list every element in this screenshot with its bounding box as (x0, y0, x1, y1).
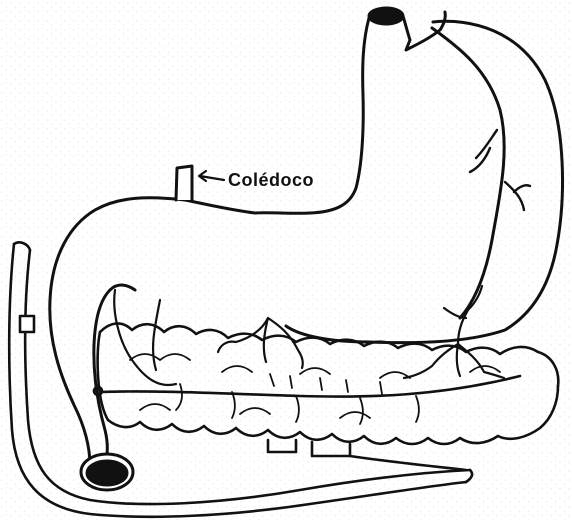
bile-duct (176, 166, 224, 200)
vessel-central-trunk (218, 318, 303, 368)
lower-loop-join (14, 242, 472, 482)
colon-bracket-right (312, 442, 350, 456)
colon-lower-border (108, 386, 558, 444)
ampulla-core (87, 461, 127, 485)
duodenum-upper-border (50, 198, 255, 466)
colon-haustra-inner (130, 354, 500, 418)
greater-curvature (286, 21, 562, 342)
bile-duct-tube (176, 166, 192, 200)
vessel-lower-branches (176, 374, 419, 424)
esophagus-opening (369, 8, 403, 24)
vessel-left-arcade (114, 290, 176, 385)
esophagus-right-wall (403, 12, 445, 50)
coledoco-label: Colédoco (228, 170, 314, 191)
gastric-vessel-branch-2 (505, 182, 530, 210)
coledoco-arrow (199, 171, 224, 181)
vessel-right-trunk (404, 286, 504, 378)
lower-bowel-loops (9, 242, 472, 516)
duodenum-bend (110, 285, 135, 290)
loop-attachment (20, 316, 34, 332)
colon-bracket-line (350, 456, 466, 470)
colon-mesenteric-line (100, 376, 520, 397)
colon-bracket-left (268, 440, 296, 452)
gastric-vessel-branch-1 (470, 130, 497, 172)
duodenum-inner-border (94, 290, 110, 462)
stomach-inner-curve (432, 28, 504, 318)
